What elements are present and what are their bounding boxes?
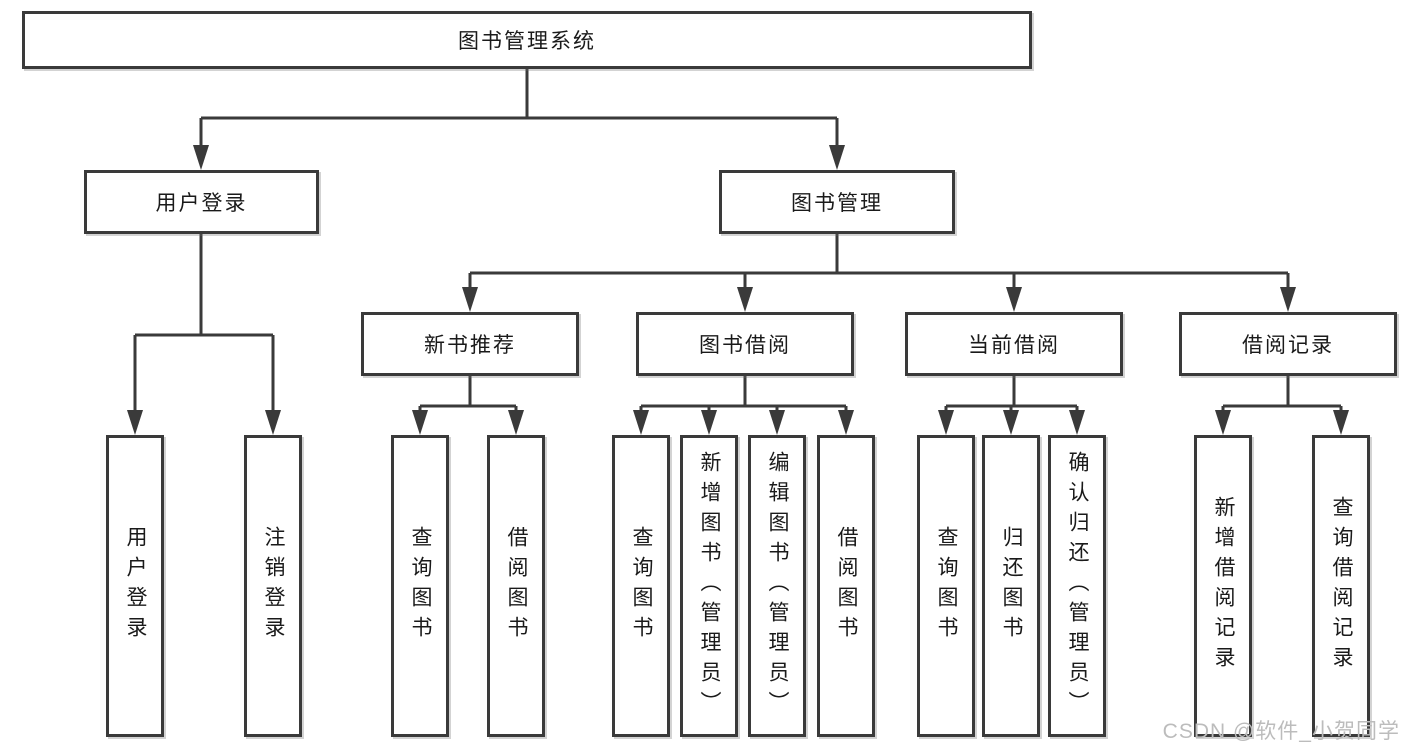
node-current-borrowing: 当前借阅 (905, 312, 1123, 376)
connector-root-to-level1 (193, 69, 845, 170)
leaf-logout-login: 注销登录 (244, 435, 302, 737)
leaf-borrow-books-recommend: 借阅图书 (487, 435, 545, 737)
leaf-query-books-current: 查询图书 (917, 435, 975, 737)
leaf-return-books: 归还图书 (982, 435, 1040, 737)
leaf-edit-books-admin: 编辑图书（管理员） (748, 435, 806, 737)
node-borrowing-records: 借阅记录 (1179, 312, 1397, 376)
connector-new-book-recommendation-to-leaves (412, 376, 524, 435)
leaf-query-books-borrowing: 查询图书 (612, 435, 670, 737)
leaf-add-borrow-record: 新增借阅记录 (1194, 435, 1252, 737)
connector-user-login-to-leaves (127, 234, 281, 435)
node-new-book-recommendation: 新书推荐 (361, 312, 579, 376)
leaf-user-login: 用户登录 (106, 435, 164, 737)
node-library-management-system: 图书管理系统 (22, 11, 1032, 69)
csdn-watermark: CSDN @软件_小贺同学 (1162, 720, 1400, 743)
connector-borrowing-records-to-leaves (1215, 376, 1349, 435)
node-book-borrowing: 图书借阅 (636, 312, 854, 376)
leaf-add-books-admin: 新增图书（管理员） (680, 435, 738, 737)
node-book-management: 图书管理 (719, 170, 955, 234)
leaf-query-borrow-record: 查询借阅记录 (1312, 435, 1370, 737)
connector-current-borrowing-to-leaves (938, 376, 1085, 435)
leaf-confirm-return-admin: 确认归还（管理员） (1048, 435, 1106, 737)
connector-book-borrowing-to-leaves (633, 376, 854, 435)
leaf-borrow-books-borrowing: 借阅图书 (817, 435, 875, 737)
connector-book-management-to-level2 (462, 234, 1296, 312)
leaf-query-books-recommend: 查询图书 (391, 435, 449, 737)
node-user-login: 用户登录 (84, 170, 319, 234)
